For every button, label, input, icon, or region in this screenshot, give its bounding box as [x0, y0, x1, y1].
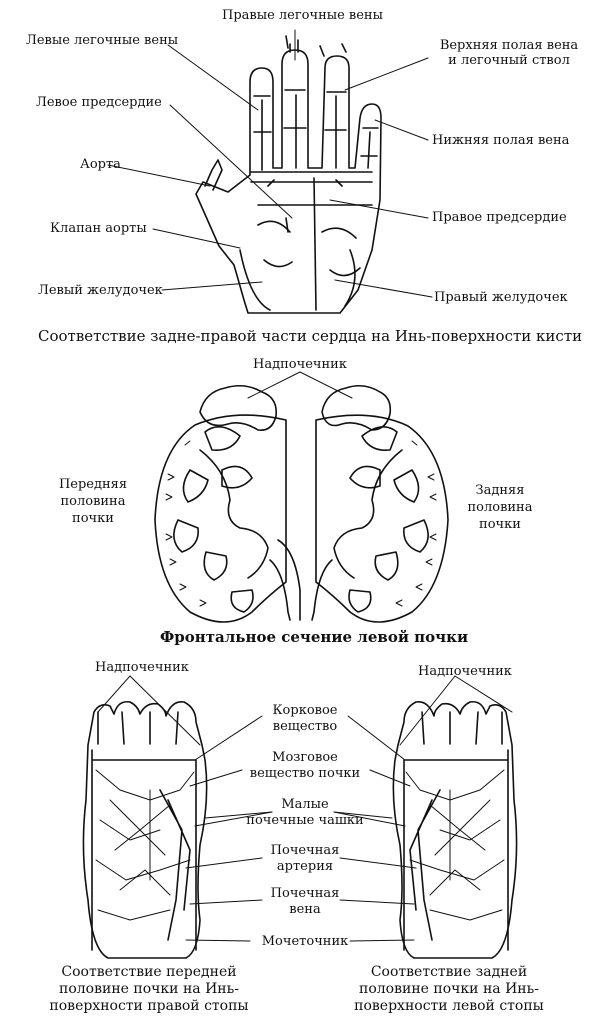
kidney-section [155, 386, 448, 622]
hand-caption: Соответствие задне-правой части сердца н… [38, 327, 582, 345]
label-calyces-2: почечные чашки [235, 813, 375, 828]
label-vein-2: вена [240, 902, 370, 917]
label-back-half-2: половина [452, 500, 548, 515]
kidney-caption: Фронтальное сечение левой почки [160, 628, 468, 646]
caption-left-foot-2: половине почки на Инь- [40, 981, 258, 997]
label-adrenal-left-foot: Надпочечник [95, 660, 189, 675]
kidney-leader-lines [248, 372, 352, 398]
label-left-pulmonary-veins: Левые легочные вены [26, 33, 178, 48]
label-right-ventricle: Правый желудочек [434, 290, 568, 305]
label-svc-line2: и легочный ствол [428, 53, 590, 68]
label-aortic-valve: Клапан аорты [50, 221, 147, 236]
label-aorta: Аорта [80, 157, 121, 172]
label-left-ventricle: Левый желудочек [38, 283, 163, 298]
label-front-half-2: половина [48, 494, 138, 509]
right-foot [393, 702, 516, 958]
label-medulla-1: Мозговое [235, 750, 375, 765]
hand-outline [196, 36, 381, 313]
caption-left-foot-1: Соответствие передней [40, 964, 258, 980]
label-front-half-1: Передняя [48, 477, 138, 492]
label-kidney-adrenal: Надпочечник [230, 357, 370, 372]
label-vein-1: Почечная [240, 886, 370, 901]
label-right-pulmonary-veins: Правые легочные вены [222, 8, 383, 23]
left-foot [83, 702, 206, 958]
label-artery-1: Почечная [240, 843, 370, 858]
label-right-atrium: Правое предсердие [432, 210, 567, 225]
label-medulla-2: вещество почки [235, 766, 375, 781]
label-cortex-1: Корковое [240, 703, 370, 718]
label-ureter: Мочеточник [240, 934, 370, 949]
label-front-half-3: почки [48, 511, 138, 526]
label-ivc: Нижняя полая вена [432, 133, 569, 148]
caption-right-foot-3: поверхности левой стопы [338, 998, 560, 1014]
label-adrenal-right-foot: Надпочечник [418, 664, 512, 679]
caption-right-foot-1: Соответствие задней [338, 964, 560, 980]
label-calyces-1: Малые [235, 797, 375, 812]
label-back-half-3: почки [452, 517, 548, 532]
label-back-half-1: Задняя [452, 483, 548, 498]
label-cortex-2: вещество [240, 719, 370, 734]
label-artery-2: артерия [240, 859, 370, 874]
caption-left-foot-3: поверхности правой стопы [40, 998, 258, 1014]
caption-right-foot-2: половине почки на Инь- [338, 981, 560, 997]
label-left-atrium: Левое предсердие [36, 95, 162, 110]
label-svc-line1: Верхняя полая вена [428, 38, 590, 53]
